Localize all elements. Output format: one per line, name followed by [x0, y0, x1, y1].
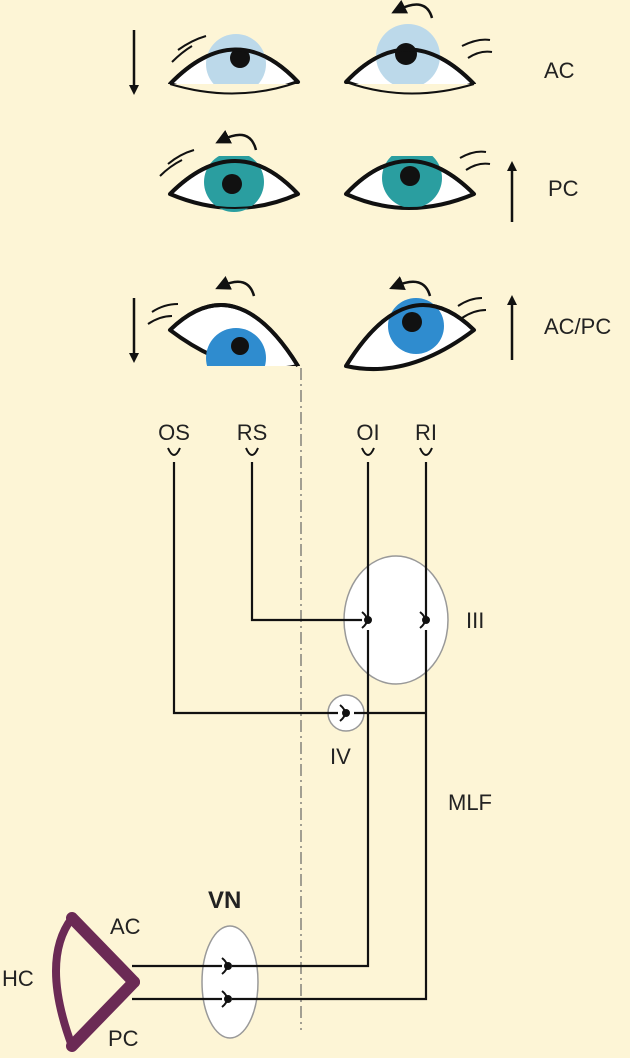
- muscle-label-ri: RI: [415, 420, 437, 445]
- neural-pathways: [132, 462, 428, 1001]
- semicircular-canals: [52, 912, 140, 1052]
- muscle-label-rs: RS: [237, 420, 268, 445]
- canal-label-pc: PC: [108, 1026, 139, 1051]
- synapses: [221, 611, 430, 1008]
- nucleus-vn-label: VN: [208, 887, 241, 914]
- canal-label-ac: AC: [110, 914, 141, 939]
- nucleus-vn: [201, 925, 259, 1039]
- right-eye-ac: [342, 24, 493, 110]
- right-eye-acpc: [344, 297, 487, 371]
- torsion-arrow-left-eye-pc: [215, 129, 258, 151]
- muscle-terminals: [167, 447, 433, 456]
- row-label-pc: PC: [548, 176, 579, 201]
- eye-row-acpc: AC/PC: [129, 276, 611, 396]
- canal-label-hc: HC: [2, 966, 34, 991]
- muscle-label-oi: OI: [356, 420, 379, 445]
- row-label-acpc: AC/PC: [544, 314, 611, 339]
- eye-row-ac: AC: [129, 0, 575, 110]
- nucleus-iv-label: IV: [330, 744, 351, 769]
- nucleus-iii-label: III: [466, 608, 484, 633]
- left-eye-pc: [159, 116, 302, 212]
- torsion-arrow-right-eye-acpc: [389, 276, 432, 297]
- row-label-ac: AC: [544, 58, 575, 83]
- mlf-label: MLF: [448, 790, 492, 815]
- left-eye-acpc: [147, 303, 302, 396]
- left-eye-ac: [166, 34, 302, 110]
- muscle-label-os: OS: [158, 420, 190, 445]
- eye-row-pc: PC: [159, 116, 579, 222]
- torsion-arrow-left-eye-acpc: [215, 276, 256, 297]
- torsion-arrow-right-eye-ac: [391, 0, 434, 19]
- right-eye-pc: [342, 116, 491, 210]
